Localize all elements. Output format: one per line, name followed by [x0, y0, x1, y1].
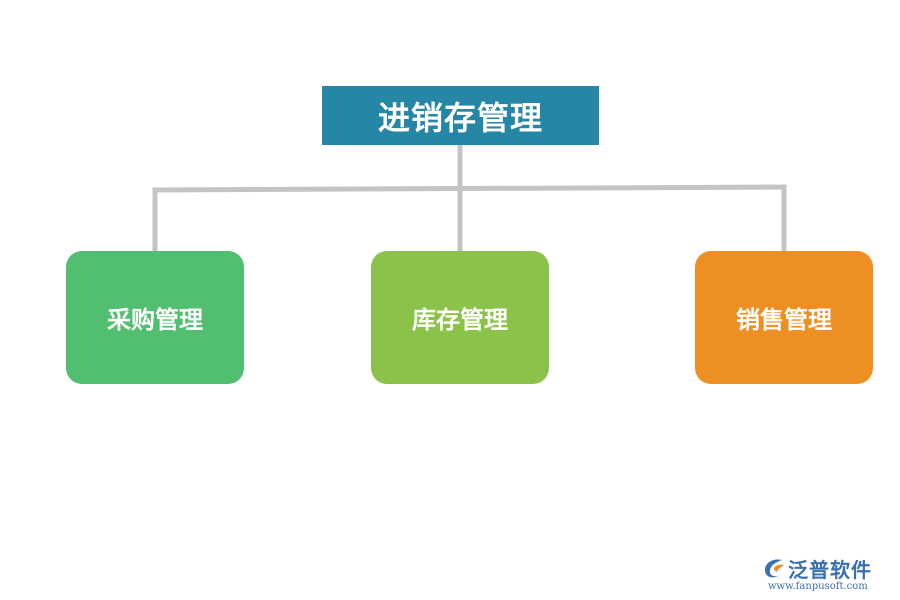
horizontal-connector: [152, 184, 787, 193]
fanpu-logo: 泛普软件 www.fanpusoft.com: [762, 554, 892, 594]
root-node-label: 进销存管理: [377, 98, 543, 137]
purchase-management-label: 采购管理: [107, 306, 203, 334]
logo-url: www.fanpusoft.com: [768, 581, 868, 592]
sales-management-label: 销售管理: [736, 306, 832, 334]
inventory-management-node: 库存管理: [371, 251, 549, 384]
inventory-management-label: 库存管理: [412, 306, 508, 334]
purchase-management-node: 采购管理: [66, 251, 244, 384]
sales-management-node: 销售管理: [695, 251, 873, 384]
root-node: 进销存管理: [322, 86, 599, 145]
logo-name: 泛普软件: [788, 558, 872, 582]
fanpu-logo-icon: [765, 559, 784, 578]
